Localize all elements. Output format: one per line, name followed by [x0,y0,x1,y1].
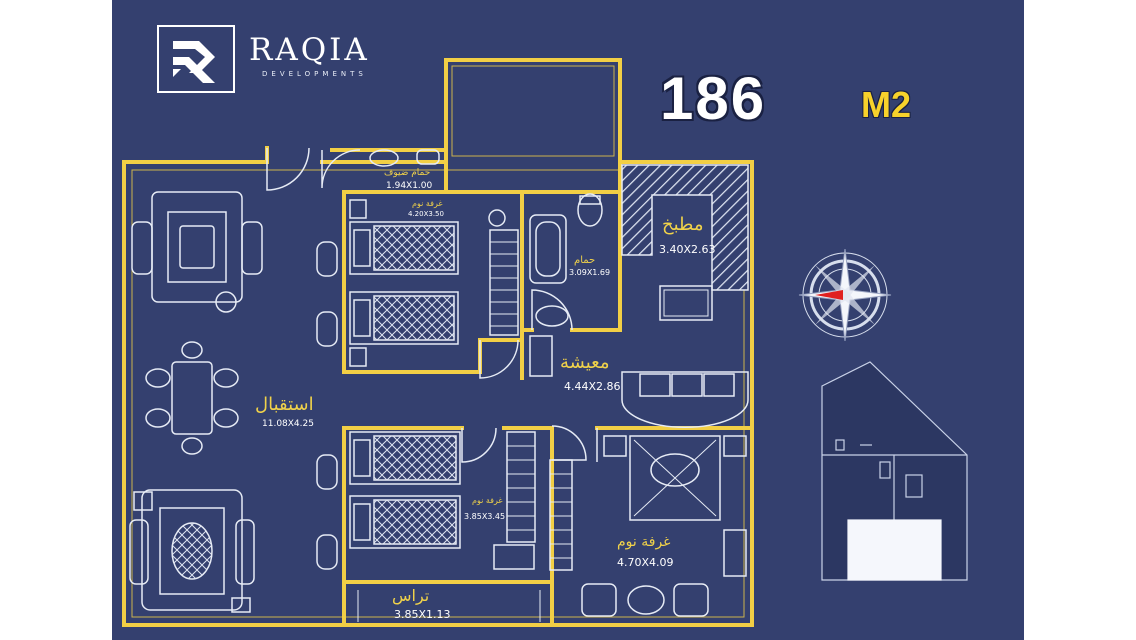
terrace-name: تراس [392,586,430,605]
wc-size: 1.94X1.00 [386,181,433,191]
walls [122,58,754,627]
kitchen-name: مطبخ [662,214,704,235]
kitchen-counter [621,164,749,321]
kitchen-size: 3.40X2.63 [659,243,716,256]
wc-name: حمام ضيوف [384,168,431,178]
total-area-unit: M2 [861,84,912,125]
master-bedroom-name: غرفة نوم [617,534,671,550]
living-sofa [529,335,749,429]
master-bedroom-size: 4.70X4.09 [617,556,674,569]
reception-size: 11.08X4.25 [262,419,314,429]
bathroom-name: حمام [574,255,596,266]
total-area-value: 186 [660,65,767,132]
living-name: معيشة [560,352,610,373]
floor-plan-sheet: RAQIA DEVELOPMENTS 186 M2 حمام ضيوف 1.94… [112,0,1024,640]
reception-name: استقبال [255,394,314,415]
bathroom-fixtures [369,149,603,327]
master-bedroom-furniture [549,435,747,617]
bathroom-size: 3.09X1.69 [569,268,611,277]
raqia-logo-icon [157,25,235,93]
bedroom1-furniture [316,199,519,367]
bedroom2-furniture [316,431,536,570]
living-size: 4.44X2.86 [564,380,621,393]
terrace-size: 3.85X1.13 [394,608,451,621]
bedroom1-size: 4.20X3.50 [408,210,444,218]
brand-name: RAQIA [249,32,370,68]
bedroom2-name: غرفة نوم [472,496,503,505]
floor-plan-drawing [122,58,968,627]
reception-furniture [129,191,263,613]
brand-tagline: DEVELOPMENTS [262,70,367,78]
compass-icon [798,248,892,342]
terrace [357,590,541,622]
doors [266,147,598,463]
bedroom2-size: 3.85X3.45 [464,512,506,521]
bedroom1-name: غرفة نوم [412,199,443,208]
key-plan [821,361,968,581]
